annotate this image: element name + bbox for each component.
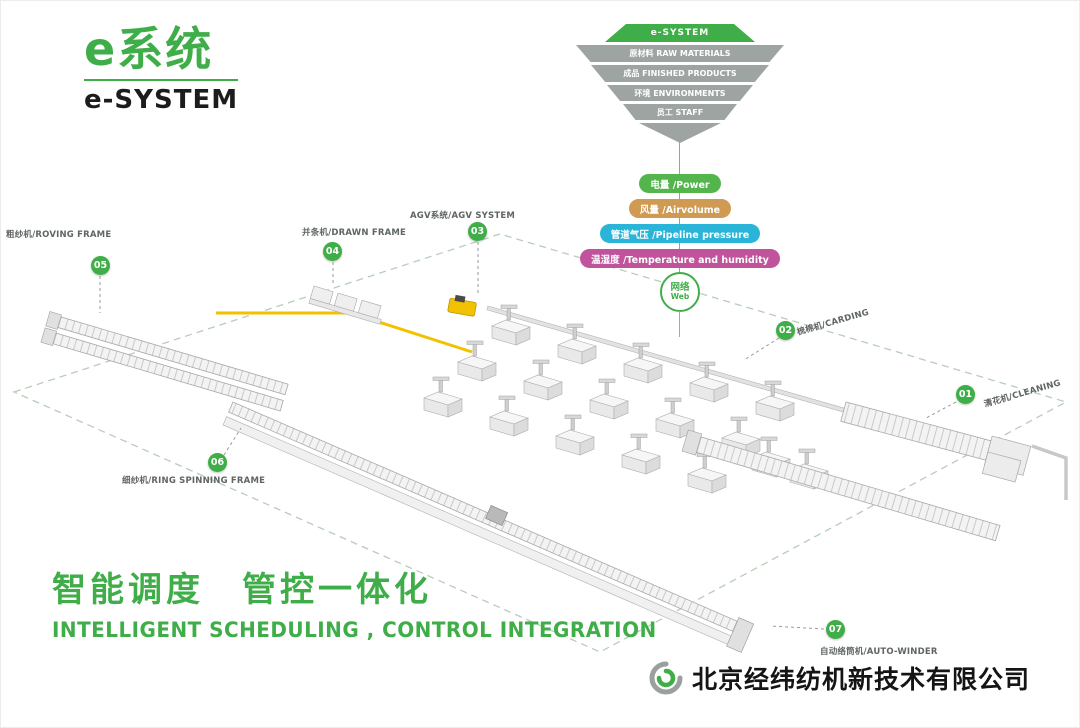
company-name: 北京经纬纺机新技术有限公司 [692,665,1031,694]
station-badge-03: 03 [468,222,487,241]
page-header: e系统 e-SYSTEM [84,26,238,115]
company-logo-icon [649,661,683,695]
transport-band-machine [681,429,1001,542]
station-label-auto-winder: 自动络筒机/AUTO-WINDER [820,647,938,657]
cleaning-machines [751,401,1068,500]
funnel-layer-finished-products: 成品 FINISHED PRODUCTS [591,65,769,82]
leader-lines [99,242,957,630]
page-title: e系统 [84,22,214,76]
station-label-drawn-frame: 并条机/DRAWN FRAME [302,228,407,238]
network-label-en: Web [670,292,690,302]
factory-floor-outline [12,233,1068,653]
slogan: 智能调度 管控一体化 INTELLIGENT SCHEDULING , CONT… [52,570,689,643]
agv-path [216,311,473,354]
slogan-cn: 智能调度 管控一体化 [52,570,432,610]
metric-pill-airvolume: 风量 /Airvolume [628,199,732,218]
station-label-roving-frame: 粗纱机/ROVING FRAME [6,230,112,240]
network-label-cn: 网络 [670,281,690,293]
station-badge-06: 06 [208,453,227,472]
network-web-node: 网络 Web [660,272,700,312]
station-badge-07: 07 [826,620,845,639]
station-label-ring-spinning: 细纱机/RING SPINNING FRAME [122,476,266,486]
funnel-layer-raw-materials: 原材料 RAW MATERIALS [576,45,784,62]
metric-pills: 电量 /Power 风量 /Airvolume 管道气压 /Pipeline p… [560,174,800,268]
agv-vehicle [447,294,477,317]
station-label-agv-system: AGV系统/AGV SYSTEM [410,211,515,221]
metric-pill-pipeline-pressure: 管道气压 /Pipeline pressure [599,224,761,243]
station-badge-04: 04 [323,242,342,261]
funnel-tip [639,123,721,143]
funnel-layer-environments: 环境 ENVIRONMENTS [607,85,753,101]
funnel-layer-staff: 员工 STAFF [623,104,737,120]
esystem-funnel: e-SYSTEM 原材料 RAW MATERIALS 成品 FINISHED P… [560,24,800,143]
station-badge-05: 05 [91,256,110,275]
station-badge-01: 01 [956,385,975,404]
header-rule [84,79,238,81]
footer: 北京经纬纺机新技术有限公司 [648,660,1030,696]
roving-frame-machines [40,311,289,412]
ring-spinning-frame [222,401,755,653]
station-badge-02: 02 [776,321,795,340]
auto-winder-machine [726,617,755,653]
network-drop-line [679,311,680,337]
metric-pill-power: 电量 /Power [639,174,721,193]
page-subtitle: e-SYSTEM [84,85,239,115]
funnel-top-band: e-SYSTEM [605,24,755,42]
slogan-en: INTELLIGENT SCHEDULING , CONTROL INTEGRA… [52,618,657,643]
drawn-frame-machine [308,285,382,325]
metric-pill-temperature-humidity: 温湿度 /Temperature and humidity [580,249,780,268]
